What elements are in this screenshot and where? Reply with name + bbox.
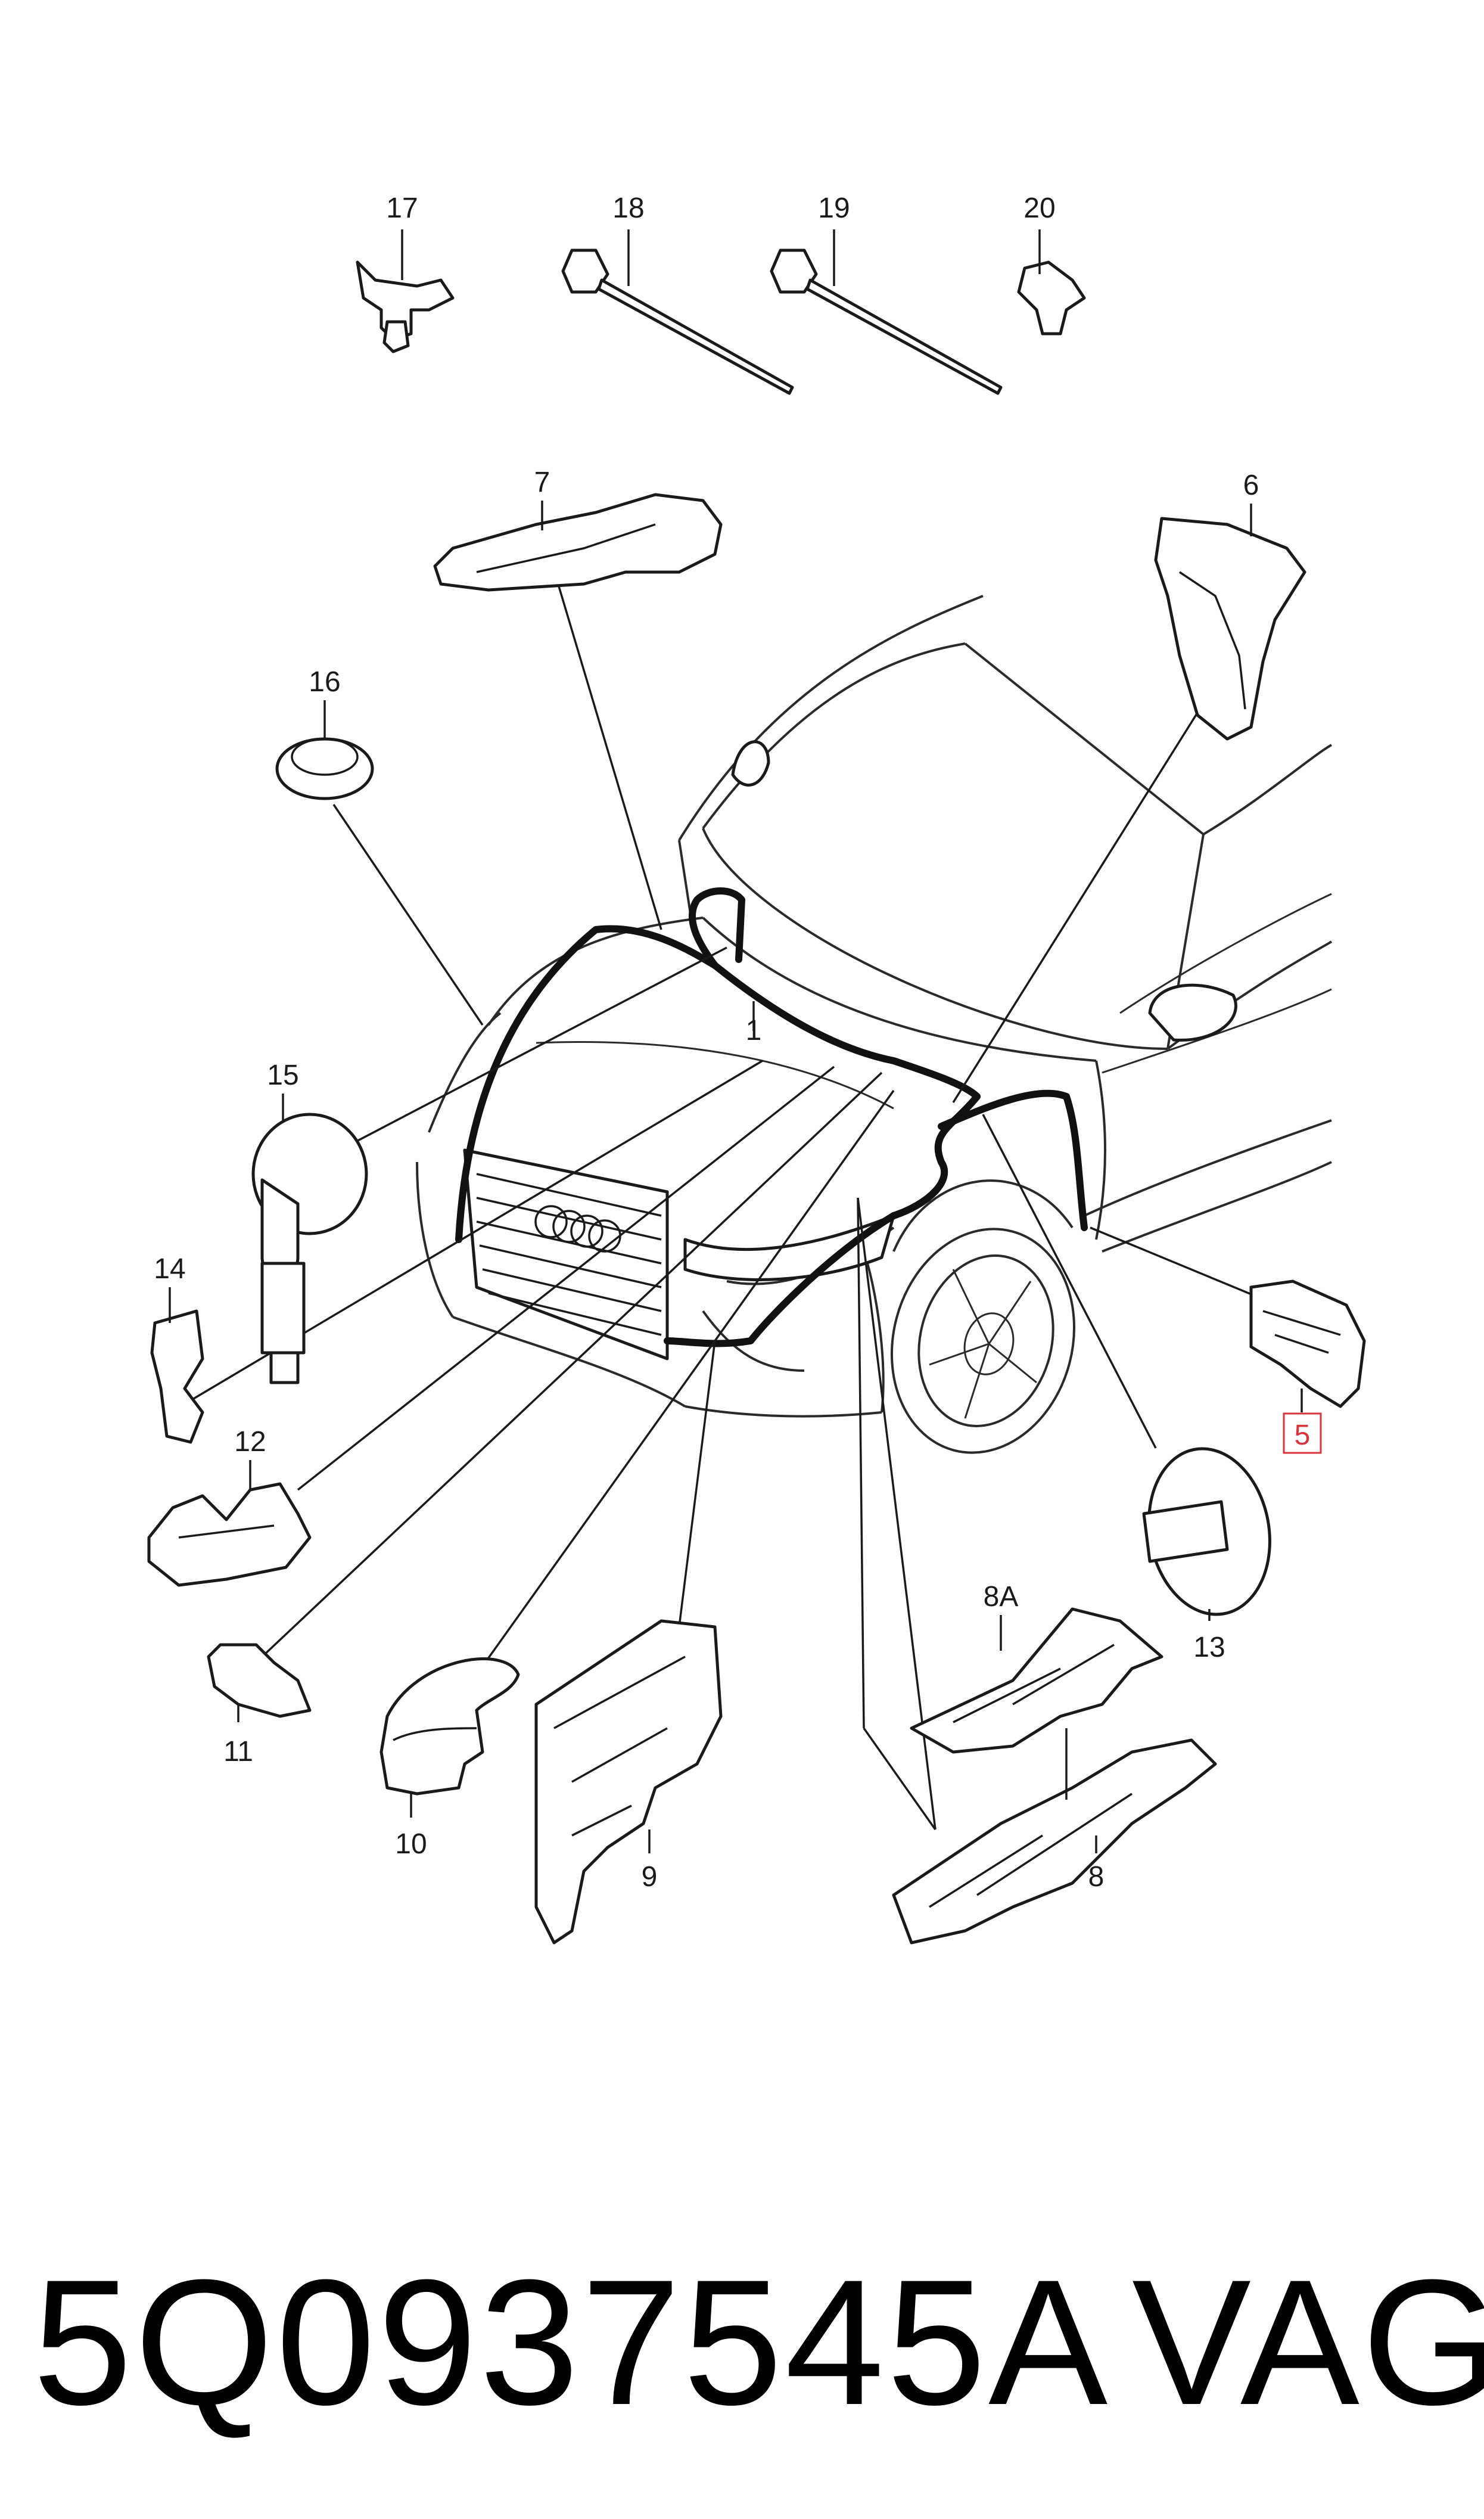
part-19-cable-tie <box>770 229 1003 395</box>
callout-9: 9 <box>642 1861 658 1893</box>
callout-6: 6 <box>1243 470 1259 501</box>
callout-13: 13 <box>1193 1632 1225 1663</box>
callout-17: 17 <box>386 192 418 224</box>
part-16-grommet <box>275 700 374 800</box>
callout-18: 18 <box>612 192 644 224</box>
callouts: 17 18 19 20 7 6 16 1 15 14 12 11 10 9 13… <box>154 192 1322 1893</box>
callout-14: 14 <box>154 1253 185 1285</box>
callout-7: 7 <box>534 467 550 498</box>
callout-12: 12 <box>234 1426 266 1458</box>
callout-16: 16 <box>309 666 340 698</box>
part-18-cable-tie <box>561 229 794 395</box>
callout-5: 5 <box>1295 1420 1311 1451</box>
callout-10: 10 <box>395 1828 427 1860</box>
callout-5-highlight-box <box>1283 1412 1322 1454</box>
callout-1: 1 <box>746 1015 762 1046</box>
car-outline <box>416 595 1333 1454</box>
part-14-holder <box>150 1287 204 1444</box>
part-15-boot <box>251 1094 368 1384</box>
callout-19: 19 <box>818 192 850 224</box>
callout-8a: 8A <box>984 1581 1019 1613</box>
part-6-bracket <box>1154 504 1306 741</box>
part-7-bracket <box>433 493 723 592</box>
part-9-bracket <box>534 1619 723 1945</box>
part-8-tray <box>892 1728 1217 1945</box>
callout-15: 15 <box>267 1060 298 1091</box>
part-13-grommet <box>1142 1447 1271 1621</box>
part-12-bracket <box>147 1460 312 1587</box>
wiring-harness <box>455 887 1088 1347</box>
part-17-clip <box>356 229 455 353</box>
brand-name: VAG <box>1132 2242 1484 2442</box>
callout-20: 20 <box>1023 192 1055 224</box>
part-11-bracket <box>207 1643 312 1722</box>
callout-11: 11 <box>223 1736 253 1768</box>
part-5-sensor <box>1249 1279 1366 1412</box>
callout-8: 8 <box>1088 1861 1105 1893</box>
part-8a-cover <box>910 1607 1163 1754</box>
part-10-boot <box>379 1657 520 1818</box>
part-20-clip <box>1017 229 1086 336</box>
part-number: 5Q0937545A <box>33 2242 1110 2442</box>
